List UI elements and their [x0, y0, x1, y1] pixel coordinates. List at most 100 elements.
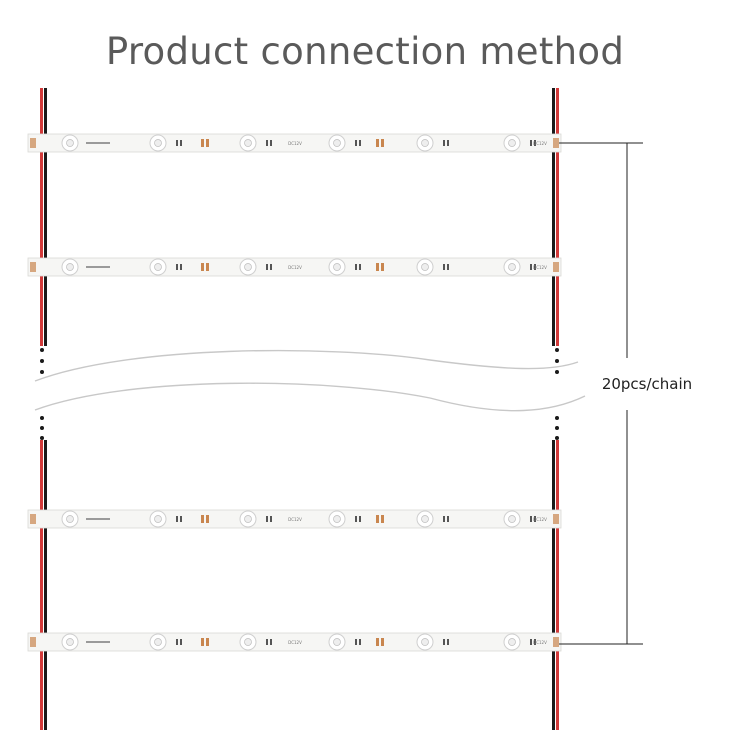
right-wire-red-bottom	[556, 440, 559, 730]
resistor	[530, 516, 532, 522]
dot	[40, 359, 44, 363]
resistor	[180, 140, 182, 146]
resistor	[534, 264, 536, 270]
led-chip	[508, 515, 516, 523]
dot	[555, 426, 559, 430]
led-chip	[333, 263, 341, 271]
resistor	[443, 516, 445, 522]
resistor	[355, 264, 357, 270]
print-mark: DC12V	[288, 640, 302, 645]
left-wire-red-bottom	[40, 440, 43, 730]
page-title: Product connection method	[105, 30, 625, 73]
break-curve-lower	[34, 382, 586, 412]
solder-pad	[201, 515, 204, 523]
dot	[555, 436, 559, 440]
led-strip: DC12V DC12V	[27, 509, 562, 529]
resistor	[180, 516, 182, 522]
right-wire-black-bottom	[552, 440, 555, 730]
print-mark: DC12V	[288, 265, 302, 270]
led-chip	[244, 515, 252, 523]
right-wire-harness	[552, 88, 559, 730]
led-chip	[421, 515, 429, 523]
resistor	[176, 140, 178, 146]
solder-pad	[376, 515, 379, 523]
led-chip	[508, 139, 516, 147]
resistor	[266, 264, 268, 270]
dot	[555, 416, 559, 420]
dot	[40, 348, 44, 352]
led-chip	[421, 638, 429, 646]
resistor	[359, 264, 361, 270]
left-wire-black-top	[44, 88, 47, 346]
resistor	[443, 639, 445, 645]
print-mark: DC12V	[288, 517, 302, 522]
led-chip	[333, 139, 341, 147]
left-wire-harness	[40, 88, 47, 730]
right-wire-black-top	[552, 88, 555, 346]
chain-count-label: 20pcs/chain	[602, 375, 692, 393]
print-mark: DC12V	[533, 141, 547, 146]
led-chip	[154, 139, 162, 147]
led-chip	[154, 263, 162, 271]
resistor	[534, 639, 536, 645]
solder-pad	[381, 263, 384, 271]
resistor	[447, 264, 449, 270]
resistor	[176, 264, 178, 270]
led-chip	[333, 515, 341, 523]
solder-pad	[381, 638, 384, 646]
continuation-dots	[40, 348, 559, 440]
break-curve-upper	[34, 349, 579, 382]
resistor	[266, 516, 268, 522]
led-chip	[66, 638, 74, 646]
resistor	[530, 140, 532, 146]
right-wire-red-top	[556, 88, 559, 346]
resistor	[270, 264, 272, 270]
resistor	[530, 264, 532, 270]
resistor	[180, 639, 182, 645]
left-wire-black-bottom	[44, 440, 47, 730]
print-mark: DC12V	[533, 517, 547, 522]
solder-pad	[206, 638, 209, 646]
led-chip	[66, 263, 74, 271]
resistor	[447, 639, 449, 645]
solder-pad	[201, 139, 204, 147]
model-print	[86, 518, 110, 520]
dot	[555, 359, 559, 363]
model-print	[86, 142, 110, 144]
dot	[40, 370, 44, 374]
resistor	[530, 639, 532, 645]
dot	[40, 426, 44, 430]
chain-dimension	[559, 142, 643, 645]
resistor	[355, 140, 357, 146]
resistor	[534, 516, 536, 522]
led-chip	[244, 263, 252, 271]
resistor	[266, 140, 268, 146]
end-pad-left	[30, 637, 36, 647]
led-chip	[333, 638, 341, 646]
led-chip	[421, 139, 429, 147]
resistor	[443, 140, 445, 146]
resistor	[176, 639, 178, 645]
solder-pad	[376, 638, 379, 646]
dot	[40, 416, 44, 420]
end-pad-right	[553, 262, 559, 272]
end-pad-right	[553, 138, 559, 148]
end-pad-left	[30, 262, 36, 272]
end-pad-left	[30, 514, 36, 524]
end-pad-right	[553, 637, 559, 647]
resistor	[359, 639, 361, 645]
led-chip	[508, 638, 516, 646]
resistor	[359, 140, 361, 146]
led-chip	[244, 638, 252, 646]
solder-pad	[376, 139, 379, 147]
resistor	[355, 639, 357, 645]
print-mark: DC12V	[288, 141, 302, 146]
led-chip	[154, 638, 162, 646]
resistor	[359, 516, 361, 522]
led-chip	[154, 515, 162, 523]
end-pad-right	[553, 514, 559, 524]
resistor	[270, 140, 272, 146]
model-print	[86, 641, 110, 643]
